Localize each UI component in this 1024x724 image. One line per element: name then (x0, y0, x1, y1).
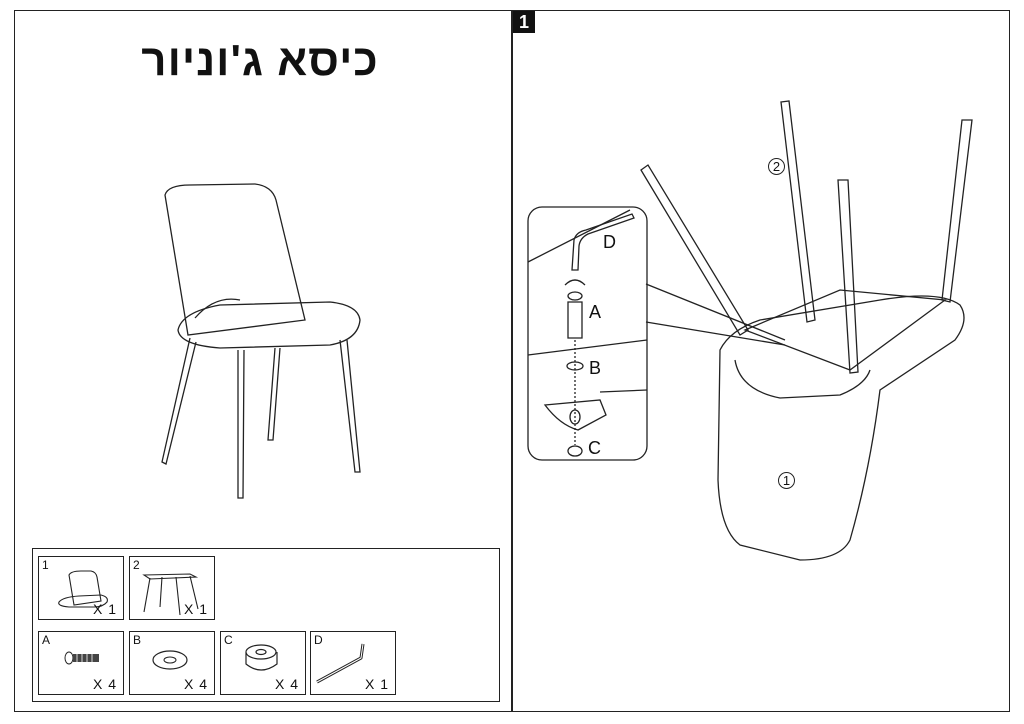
part-legs: 2 X 1 (129, 556, 215, 620)
part-qty: X 4 (274, 676, 299, 692)
seat-icon (58, 570, 108, 608)
detail-label-c: C (588, 438, 601, 458)
part-id: A (42, 633, 51, 647)
assembly-label-seat: 1 (778, 472, 795, 489)
detail-label-b: B (589, 358, 602, 378)
part-bolt: A X 4 (38, 631, 124, 695)
part-id: C (224, 633, 233, 647)
page-divider (511, 10, 513, 712)
bolt-icon (64, 651, 99, 665)
part-spacer: C X 4 (220, 631, 306, 695)
part-washer: B X 4 (129, 631, 215, 695)
step-badge: 1 (513, 11, 535, 33)
washer-icon (152, 650, 188, 670)
allen-key-icon (316, 643, 365, 684)
detail-label-d: D (603, 232, 616, 252)
part-id: 1 (42, 558, 49, 572)
page-title: כיסא ג'וניור (141, 36, 379, 85)
part-qty: X 4 (92, 676, 117, 692)
part-id: D (314, 633, 323, 647)
part-id: B (133, 633, 142, 647)
assembly-label-legs: 2 (768, 158, 785, 175)
part-qty: X 1 (92, 601, 117, 617)
part-allen-key: D X 1 (310, 631, 396, 695)
part-qty: X 1 (364, 676, 389, 692)
detail-label-a: A (589, 302, 602, 322)
part-seat: 1 X 1 (38, 556, 124, 620)
leg-frame-icon (142, 573, 199, 616)
spacer-icon (245, 644, 278, 671)
part-id: 2 (133, 558, 140, 572)
part-qty: X 4 (183, 676, 208, 692)
parts-list: 1 X 1 2 X 1 A X 4 B (32, 548, 500, 702)
part-qty: X 1 (183, 601, 208, 617)
